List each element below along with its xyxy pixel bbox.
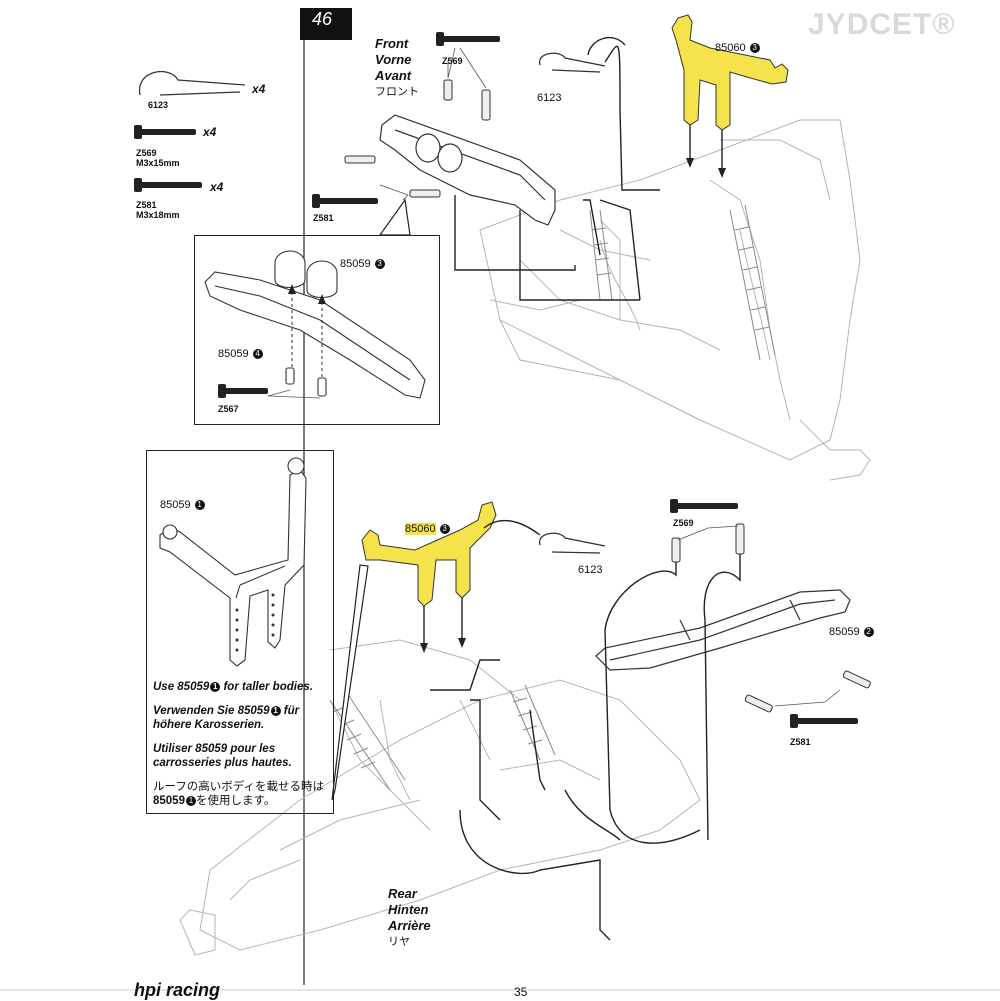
front-de: Vorne	[375, 52, 412, 67]
part-code-z581: Z581	[136, 200, 157, 210]
callout-top-z569: Z569	[442, 56, 463, 66]
r-clip-icons	[139, 52, 606, 554]
inset-bumper-parts	[204, 250, 426, 399]
callout-inset-85059-caps-num: 3	[374, 259, 385, 269]
note-fr: Utiliser 85059 pour les carrosseries plu…	[153, 743, 292, 769]
callout-inset-85059-tall-code: 85059	[160, 499, 191, 511]
part-code-z569: Z569	[136, 148, 157, 158]
callout-rear-z569: Z569	[673, 518, 694, 528]
callout-inset-85059-bumper-num: 4	[252, 349, 263, 359]
callout-inset-z567: Z567	[218, 404, 239, 414]
inset-tall-post	[159, 457, 307, 667]
front-body-post	[671, 14, 789, 131]
callout-inset-85059-bumper-code: 85059	[218, 348, 249, 360]
callout-top-85060-num: 3	[749, 43, 760, 53]
step-number: 46	[312, 9, 333, 29]
inset-tall-post-holes	[235, 593, 275, 652]
callout-inset-85059-caps-code: 85059	[340, 258, 371, 270]
brand-logo: hpi racing	[134, 980, 221, 1000]
top-thin-lines	[379, 47, 487, 201]
rear-guide-lines	[423, 519, 741, 941]
callout-rear-z581: Z581	[790, 737, 811, 747]
callout-inset-85059-tall-num: 1	[194, 500, 205, 510]
rear-screw-icons	[670, 499, 858, 728]
top-screw-icons	[134, 32, 500, 208]
rear-chassis-drawing	[179, 639, 701, 956]
callout-rear-6123: 6123	[578, 564, 603, 576]
top-screws	[344, 79, 491, 198]
inset-guide-lines	[291, 292, 323, 378]
callout-top-85060-code: 85060	[715, 42, 746, 54]
rear-de: Hinten	[388, 902, 429, 917]
front-bumper	[379, 114, 556, 226]
rear-jp: リヤ	[388, 936, 410, 948]
rear-bumper	[595, 589, 851, 671]
inset-z567-icon	[218, 384, 268, 398]
top-guide-lines	[454, 36, 723, 301]
callout-inset-85059-caps: 85059 3	[340, 258, 385, 270]
rear-body-post	[361, 501, 497, 607]
callout-inset-85059-tall: 85059 1	[160, 499, 205, 511]
front-direction-label: Front Vorne Avant フロント	[375, 36, 419, 100]
watermark: JYDCET®	[808, 8, 956, 41]
front-fr: Avant	[375, 68, 412, 83]
part-qty-6123: x4	[252, 82, 266, 96]
front-shocks	[589, 204, 776, 361]
callout-inset-85059-bumper: 85059 4	[218, 348, 263, 360]
part-qty-z581: x4	[210, 180, 224, 194]
front-en: Front	[375, 36, 409, 51]
part-code-6123: 6123	[148, 100, 169, 110]
callout-rear-85060: 85060 3	[405, 523, 450, 535]
rear-direction-label: Rear Hinten Arrière リヤ	[388, 886, 431, 950]
rear-en: Rear	[388, 886, 417, 901]
front-chassis-drawing	[479, 119, 871, 481]
part-qty-z569: x4	[203, 125, 217, 139]
callout-rear-85059: 85059 2	[829, 626, 874, 638]
inset-pointer-bottom	[331, 564, 369, 801]
page-number: 35	[514, 985, 528, 999]
callout-rear-85059-num: 2	[863, 627, 874, 637]
front-bumper-inset	[194, 235, 440, 425]
rear-arrows	[420, 638, 466, 653]
part-desc-z581: M3x18mm	[136, 210, 180, 220]
callout-rear-85060-num: 3	[439, 524, 450, 534]
step-tab	[300, 8, 352, 40]
callout-rear-85060-code: 85060	[405, 523, 436, 535]
top-arrows	[686, 158, 726, 178]
tall-body-inset	[146, 450, 334, 814]
callout-rear-85059-code: 85059	[829, 626, 860, 638]
callout-top-6123: 6123	[537, 92, 562, 104]
inset-pointer-top	[378, 198, 411, 236]
rear-shocks	[329, 684, 556, 791]
rear-fr: Arrière	[388, 918, 431, 933]
rear-thin-lines	[677, 525, 841, 707]
part-desc-z569: M3x15mm	[136, 158, 180, 168]
callout-top-z581: Z581	[313, 213, 334, 223]
front-jp: フロント	[375, 86, 419, 98]
callout-top-85060: 85060 3	[715, 42, 760, 54]
